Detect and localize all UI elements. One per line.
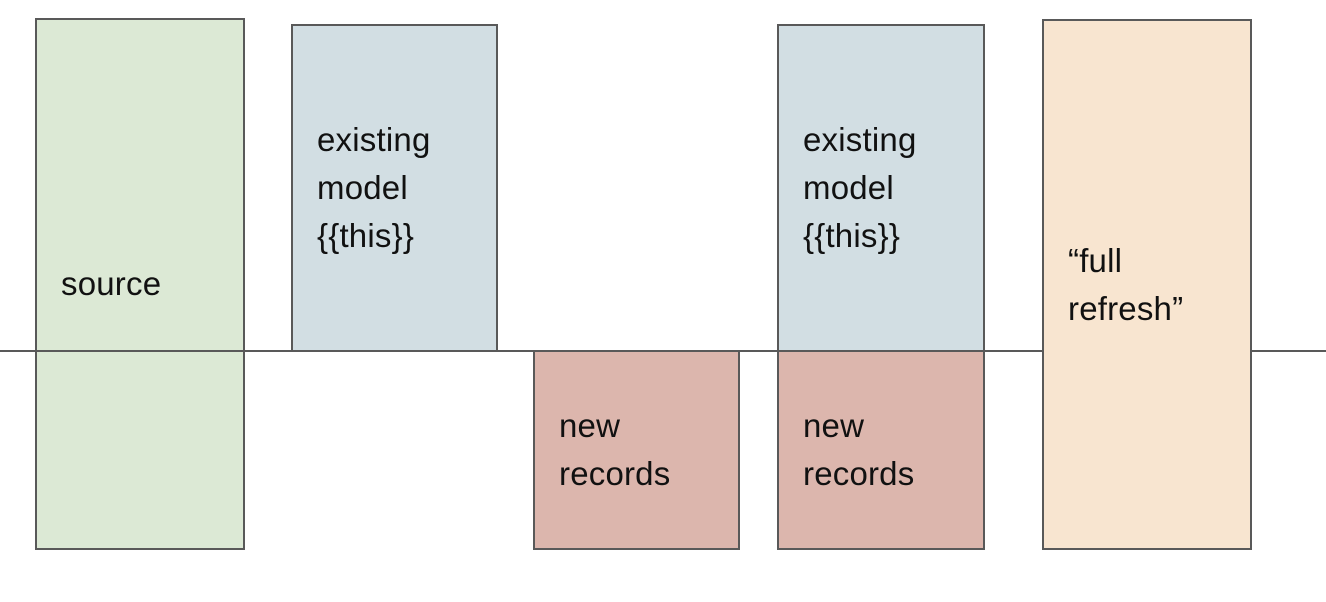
full-refresh-box: “full refresh”	[1042, 19, 1252, 550]
existing-model-box-1-label: existing model {{this}}	[317, 121, 431, 254]
full-refresh-box-label: “full refresh”	[1068, 241, 1184, 327]
source-box-label: source	[61, 265, 162, 302]
existing-model-box-2-label: existing model {{this}}	[803, 121, 917, 254]
new-records-box-1-label: new records	[559, 407, 671, 492]
new-records-box-2: new records	[777, 350, 985, 550]
new-records-box-2-label: new records	[803, 407, 915, 492]
source-box: source	[35, 18, 245, 550]
existing-model-box-2: existing model {{this}}	[777, 24, 985, 352]
existing-model-box-1: existing model {{this}}	[291, 24, 498, 352]
new-records-box-1: new records	[533, 350, 740, 550]
